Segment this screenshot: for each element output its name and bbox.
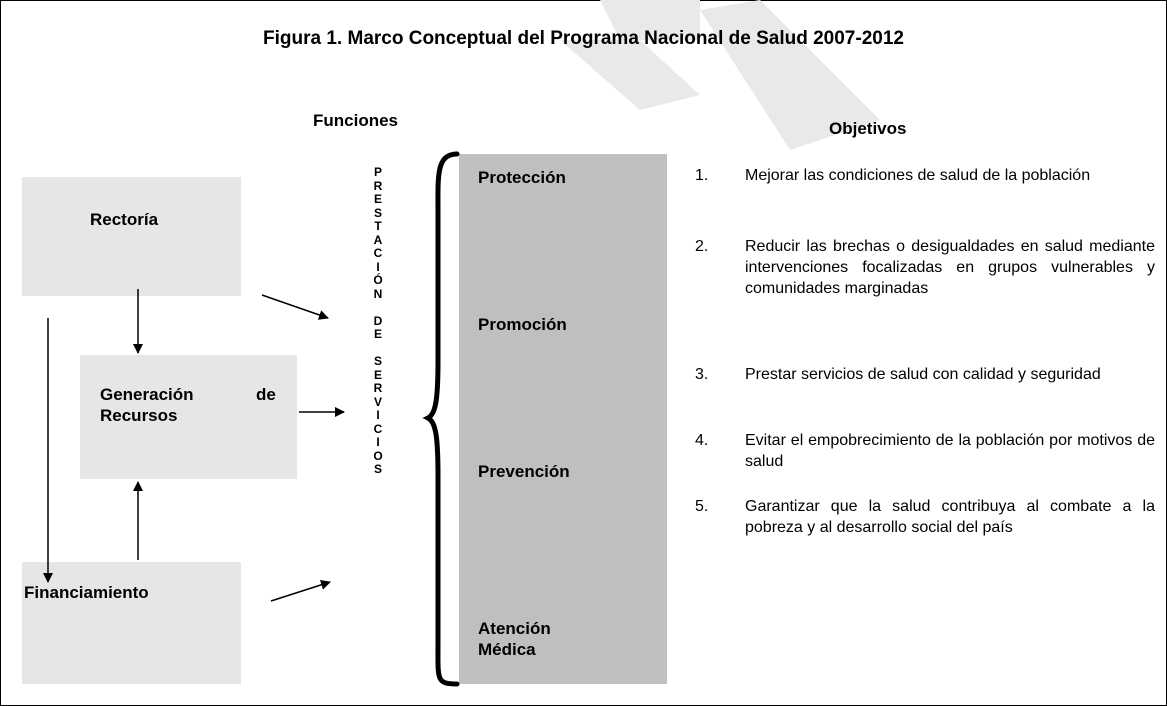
atencion-word: Atención <box>478 619 551 638</box>
vertical-letter: E <box>373 192 382 206</box>
vertical-letter: C <box>373 421 383 436</box>
recursos-word: Recursos <box>100 406 178 425</box>
vertical-letter: I <box>376 259 380 274</box>
functions-header: Funciones <box>313 111 399 130</box>
vertical-letter: P <box>373 165 382 179</box>
objective-number: 1. <box>695 167 709 184</box>
objective-number: 4. <box>695 432 709 449</box>
vertical-letter: T <box>374 219 382 233</box>
generacion-word: Generación <box>100 385 194 404</box>
generacion-recursos-box: Generación de Recursos <box>80 355 297 479</box>
vertical-letter: S <box>373 205 382 220</box>
vertical-letter: I <box>376 408 380 422</box>
proteccion-label: Protección <box>478 168 566 187</box>
vertical-letter: S <box>373 354 382 368</box>
vertical-letter: D <box>373 313 383 328</box>
vertical-letter: A <box>373 232 383 247</box>
vertical-letter: E <box>373 367 382 382</box>
objective-text: Reducir las brechas o desigualdades en s… <box>745 238 1155 297</box>
vertical-letter: I <box>376 435 380 449</box>
figure-title: Figura 1. Marco Conceptual del Programa … <box>263 28 904 49</box>
vertical-letter: Ó <box>373 273 383 287</box>
services-column <box>459 154 667 684</box>
objective-number: 2. <box>695 238 709 255</box>
objective-text: Prestar servicios de salud con calidad y… <box>745 366 1101 383</box>
rectoria-box: Rectoría <box>22 177 241 296</box>
arrow-rectoria-to-services <box>261 294 329 320</box>
atencion-medica-label: Atención Médica <box>478 618 551 660</box>
objective-text: Garantizar que la salud contribuya al co… <box>745 498 1155 536</box>
rectoria-label: Rectoría <box>90 210 159 229</box>
arrow-financiamiento-to-services <box>270 579 331 602</box>
vertical-letter: R <box>373 381 383 395</box>
medica-word: Médica <box>478 640 536 659</box>
financiamiento-label: Financiamiento <box>24 583 149 602</box>
watermark-logo <box>560 0 880 150</box>
curly-brace <box>422 151 460 687</box>
vertical-letter: C <box>373 246 383 260</box>
promocion-label: Promoción <box>478 315 567 334</box>
vertical-letter: E <box>373 327 382 341</box>
objective-text: Mejorar las condiciones de salud de la p… <box>745 167 1091 184</box>
objectives-header: Objetivos <box>829 119 907 138</box>
vertical-letter: V <box>373 394 382 409</box>
objective-number: 5. <box>695 498 709 515</box>
prevencion-label: Prevención <box>478 462 570 481</box>
vertical-letter: S <box>373 462 382 476</box>
financiamiento-box: Financiamiento <box>22 562 241 684</box>
objective-number: 3. <box>695 366 709 383</box>
de-word: de <box>256 385 276 404</box>
vertical-letter: O <box>373 448 383 463</box>
objective-text: Evitar el empobrecimiento de la població… <box>745 432 1155 470</box>
vertical-letter: N <box>373 286 383 301</box>
vertical-letter: R <box>373 178 383 193</box>
